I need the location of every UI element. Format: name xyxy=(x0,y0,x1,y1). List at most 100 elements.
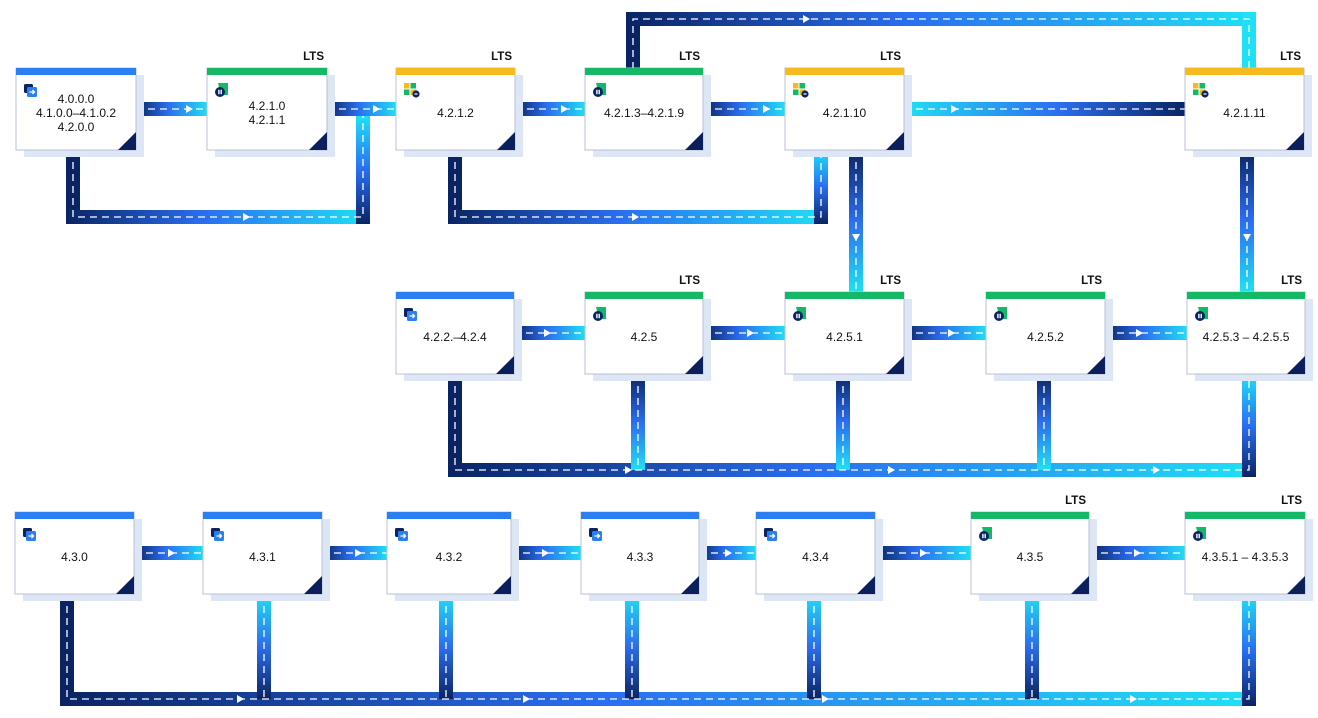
card-folded-corner xyxy=(496,356,514,374)
pause-icon xyxy=(593,307,606,321)
lts-label: LTS xyxy=(1081,275,1102,287)
migrate-icon xyxy=(589,528,602,541)
lts-label: LTS xyxy=(1281,495,1302,507)
version-label: 4.2.5.3 – 4.2.5.5 xyxy=(1203,330,1290,344)
version-label: 4.3.5 xyxy=(1017,550,1044,564)
card-header-strip xyxy=(387,512,511,519)
card-body xyxy=(1184,511,1306,595)
version-node-n6[interactable]: LTS 4.2.1.11 xyxy=(1184,51,1312,157)
card-header-strip xyxy=(785,68,904,75)
migrate-icon xyxy=(395,528,408,541)
card-folded-corner xyxy=(886,132,904,150)
version-label: 4.3.5.1 – 4.3.5.3 xyxy=(1202,550,1289,564)
card-body xyxy=(580,511,700,595)
migrate-icon xyxy=(211,528,224,541)
edge-n13-n14 xyxy=(322,546,388,560)
card-folded-corner xyxy=(1286,132,1304,150)
card-header-strip xyxy=(207,68,327,75)
pause-icon xyxy=(593,83,606,97)
version-label: 4.2.1.11 xyxy=(1223,106,1266,120)
connector-layer xyxy=(60,12,1256,706)
edge-n7-n11 xyxy=(448,374,1256,477)
card-header-strip xyxy=(585,68,703,75)
card-body xyxy=(1184,67,1305,151)
card-body xyxy=(202,511,323,595)
version-node-n11[interactable]: LTS 4.2.5.3 – 4.2.5.5 xyxy=(1186,275,1313,381)
edge-n7-n8 xyxy=(514,326,586,340)
card-body xyxy=(970,511,1090,595)
edge-n3-n4 xyxy=(515,102,586,116)
version-label: 4.2.5.1 xyxy=(826,330,863,344)
version-node-n18[interactable]: LTS 4.3.5.1 – 4.3.5.3 xyxy=(1184,495,1313,601)
card-body xyxy=(784,67,905,151)
card-folded-corner xyxy=(118,132,136,150)
lts-label: LTS xyxy=(1280,51,1301,63)
card-body xyxy=(14,511,135,595)
card-body xyxy=(206,67,328,151)
version-node-n15[interactable]: 4.3.3 xyxy=(580,511,707,601)
version-label: 4.3.4 xyxy=(802,550,829,564)
pause-icon xyxy=(793,307,806,321)
version-nodes-layer: 4.0.0.04.1.0.0–4.1.0.24.2.0.0 LTS4.2.1.04… xyxy=(14,51,1313,601)
edge-n17-n18 xyxy=(1089,546,1186,560)
edge-n5-n6 xyxy=(904,102,1186,116)
card-folded-corner xyxy=(685,356,703,374)
edge-n3-n5 xyxy=(448,150,828,224)
version-label: 4.2.5 xyxy=(631,330,658,344)
version-label: 4.2.1.10 xyxy=(823,106,867,120)
version-label: 4.3.1 xyxy=(249,550,276,564)
card-header-strip xyxy=(16,68,136,75)
card-body xyxy=(395,67,516,151)
lts-label: LTS xyxy=(303,51,324,63)
version-label: 4.1.0.0–4.1.0.2 xyxy=(36,106,116,120)
version-node-n12[interactable]: 4.3.0 xyxy=(14,511,142,601)
pause-icon xyxy=(979,527,992,541)
lts-label: LTS xyxy=(1281,275,1302,287)
version-node-n17[interactable]: LTS 4.3.5 xyxy=(970,495,1097,601)
version-label: 4.3.0 xyxy=(61,550,88,564)
lts-label: LTS xyxy=(679,51,700,63)
card-header-strip xyxy=(396,292,514,299)
card-body xyxy=(395,291,515,375)
pause-icon xyxy=(1193,527,1206,541)
card-header-strip xyxy=(15,512,134,519)
lts-label: LTS xyxy=(1065,495,1086,507)
card-body xyxy=(584,291,704,375)
card-folded-corner xyxy=(857,576,875,594)
version-node-n16[interactable]: 4.3.4 xyxy=(755,511,883,601)
version-label: 4.2.2.–4.2.4 xyxy=(423,330,487,344)
card-body xyxy=(1186,291,1306,375)
card-body xyxy=(755,511,876,595)
version-label: 4.2.0.0 xyxy=(58,120,95,134)
card-folded-corner xyxy=(681,576,699,594)
lts-label: LTS xyxy=(491,51,512,63)
version-node-n14[interactable]: 4.3.2 xyxy=(386,511,519,601)
edge-n5-n9 xyxy=(849,150,863,292)
version-node-n7[interactable]: 4.2.2.–4.2.4 xyxy=(395,291,522,381)
edge-n12-n13 xyxy=(134,546,205,560)
database-icon xyxy=(404,83,420,98)
database-icon xyxy=(1193,83,1209,98)
pause-icon xyxy=(1195,307,1208,321)
edge-n2-n3 xyxy=(327,102,397,116)
edge-n15-n16 xyxy=(699,546,757,560)
migrate-icon xyxy=(764,528,777,541)
version-label: 4.3.3 xyxy=(627,550,654,564)
card-folded-corner xyxy=(497,132,515,150)
card-body xyxy=(386,511,512,595)
card-header-strip xyxy=(1185,512,1305,519)
pause-icon xyxy=(994,307,1007,321)
version-node-n13[interactable]: 4.3.1 xyxy=(202,511,330,601)
card-folded-corner xyxy=(116,576,134,594)
card-folded-corner xyxy=(304,576,322,594)
version-node-n1[interactable]: 4.0.0.04.1.0.0–4.1.0.24.2.0.0 xyxy=(15,67,144,157)
version-label: 4.0.0.0 xyxy=(58,92,95,106)
